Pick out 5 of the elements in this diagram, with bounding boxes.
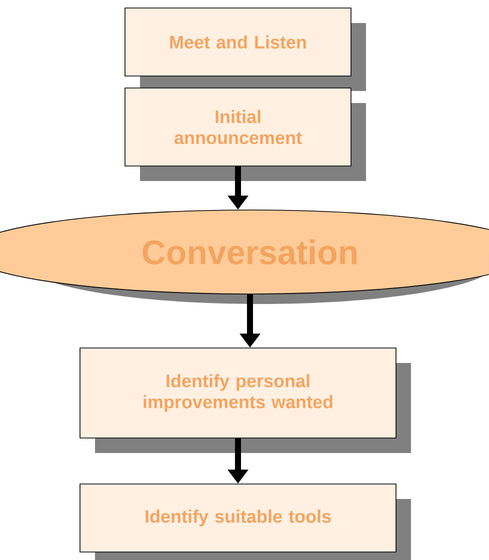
- process-box: Identify personal improvements wanted: [80, 348, 411, 453]
- process-box: Meet and Listen: [124, 8, 366, 91]
- process-box: Identify suitable tools: [80, 484, 411, 560]
- process-box: Initial announcement: [124, 88, 366, 181]
- ellipse-node: Conversation: [0, 210, 489, 304]
